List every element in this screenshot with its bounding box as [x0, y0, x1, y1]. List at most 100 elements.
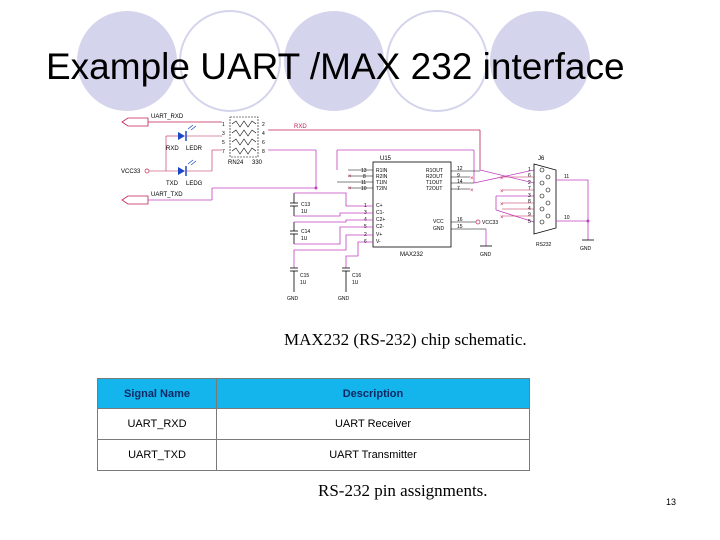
svg-text:×: ×	[470, 188, 474, 194]
page-number: 13	[666, 497, 677, 507]
svg-text:R1IN: R1IN	[376, 168, 388, 174]
svg-text:9: 9	[528, 212, 531, 218]
table-header-row: Signal Name Description	[97, 378, 530, 409]
capacitor-c13	[290, 193, 298, 216]
svg-text:6: 6	[528, 173, 531, 179]
chip-ref: U15	[380, 156, 392, 162]
svg-text:8: 8	[528, 199, 531, 205]
slide-title: Example UART /MAX 232 interface	[46, 46, 625, 87]
gnd-c15: GND	[287, 296, 299, 302]
table-caption: RS-232 pin assignments.	[318, 481, 488, 500]
svg-text:C2+: C2+	[376, 217, 385, 223]
svg-text:×: ×	[500, 189, 504, 195]
table-cell: UART Receiver	[216, 408, 530, 440]
rn-right-pin-4: 4	[262, 131, 265, 137]
table-row: UART_TXD UART Transmitter	[97, 439, 530, 471]
svg-text:C+: C+	[376, 203, 383, 209]
c14-ref: C14	[301, 229, 310, 235]
led-ledg-label: LEDG	[186, 181, 203, 187]
rxd-net-label: RXD	[294, 124, 307, 130]
uart-rxd-label: UART_RXD	[151, 114, 184, 120]
led-txd	[178, 159, 197, 176]
svg-text:9: 9	[457, 173, 460, 179]
uart-rxd-flag	[121, 117, 149, 127]
table-cell: UART Transmitter	[216, 439, 530, 471]
svg-text:11: 11	[361, 180, 366, 186]
svg-text:3: 3	[528, 193, 531, 199]
svg-text:14: 14	[457, 179, 463, 185]
pin-assignment-table: Signal Name Description UART_RXD UART Re…	[97, 378, 530, 471]
svg-text:R2OUT: R2OUT	[426, 174, 443, 180]
svg-text:5: 5	[528, 219, 531, 225]
uart-txd-label: UART_TXD	[151, 192, 183, 198]
shield-pin-11: 11	[564, 174, 569, 180]
rn-right-pin-6: 6	[262, 140, 265, 146]
gnd-chip: GND	[480, 252, 492, 258]
svg-text:×: ×	[500, 202, 504, 208]
svg-text:C2-: C2-	[376, 224, 384, 230]
led-rxd-label: RXD	[166, 146, 179, 152]
connector-ref: J6	[538, 156, 545, 162]
connector-name: RS232	[536, 242, 552, 248]
table-row: UART_RXD UART Receiver	[97, 408, 530, 440]
capacitor-c16	[342, 267, 350, 292]
rn-left-pin-1: 1	[222, 122, 225, 128]
c14-value: 1U	[301, 236, 308, 242]
svg-text:T1IN: T1IN	[376, 180, 387, 186]
svg-text:×: ×	[500, 215, 504, 221]
led-rxd	[178, 124, 197, 141]
header-description: Description	[216, 378, 530, 409]
c13-ref: C13	[301, 202, 310, 208]
header-signal-name: Signal Name	[97, 378, 217, 409]
svg-text:V+: V+	[376, 232, 382, 238]
svg-text:16: 16	[457, 217, 463, 223]
svg-text:GND: GND	[433, 226, 445, 232]
db9-connector	[533, 163, 557, 235]
c16-value: 1U	[352, 280, 359, 286]
svg-text:×: ×	[470, 176, 474, 182]
rn-left-pin-7: 7	[222, 149, 225, 155]
c16-ref: C16	[352, 273, 361, 279]
svg-text:8: 8	[363, 174, 366, 180]
svg-text:T1OUT: T1OUT	[426, 180, 442, 186]
rn-ref: RN24	[228, 160, 244, 166]
capacitor-c15	[290, 267, 298, 292]
uart-txd-flag	[121, 195, 149, 205]
svg-text:7: 7	[528, 186, 531, 192]
table-cell: UART_RXD	[97, 408, 217, 440]
led-txd-label: TXD	[166, 181, 179, 187]
svg-text:2: 2	[528, 180, 531, 186]
led-ledr-label: LEDR	[186, 146, 203, 152]
vcc33-right-label: VCC33	[482, 220, 498, 226]
svg-text:T2IN: T2IN	[376, 186, 387, 192]
rn-left-pin-5: 5	[222, 140, 225, 146]
svg-text:×: ×	[348, 186, 352, 192]
c15-ref: C15	[300, 273, 309, 279]
c15-value: 1U	[300, 280, 307, 286]
svg-text:V-: V-	[376, 239, 381, 245]
resistor-network	[229, 116, 259, 158]
chip-name: MAX232	[400, 252, 424, 258]
svg-text:13: 13	[361, 168, 367, 174]
svg-text:R2IN: R2IN	[376, 174, 388, 180]
svg-text:1: 1	[528, 167, 531, 173]
rn-left-pin-3: 3	[222, 131, 225, 137]
table-cell: UART_TXD	[97, 439, 217, 471]
svg-text:12: 12	[457, 166, 463, 172]
svg-text:R1OUT: R1OUT	[426, 168, 443, 174]
svg-text:×: ×	[348, 174, 352, 180]
svg-text:T2OUT: T2OUT	[426, 186, 442, 192]
gnd-c16: GND	[338, 296, 350, 302]
schematic-caption: MAX232 (RS-232) chip schematic.	[284, 330, 527, 349]
svg-text:×: ×	[500, 176, 504, 182]
shield-pin-10: 10	[564, 215, 570, 221]
c13-value: 1U	[301, 209, 308, 215]
svg-text:C1-: C1-	[376, 210, 384, 216]
rn-value: 330	[252, 160, 263, 166]
svg-text:VCC: VCC	[433, 219, 444, 225]
max232-schematic: UART_RXD RXD LEDR VCC33 TXD LEDG UART_TX…	[121, 114, 594, 302]
chip-right-pins: R1OUT 12 R2OUT 9 T1OUT 14 T2OUT 7 VCC 16…	[426, 166, 463, 232]
rn-right-pin-8: 8	[262, 149, 265, 155]
svg-text:10: 10	[361, 186, 367, 192]
gnd-connector: GND	[580, 246, 592, 252]
